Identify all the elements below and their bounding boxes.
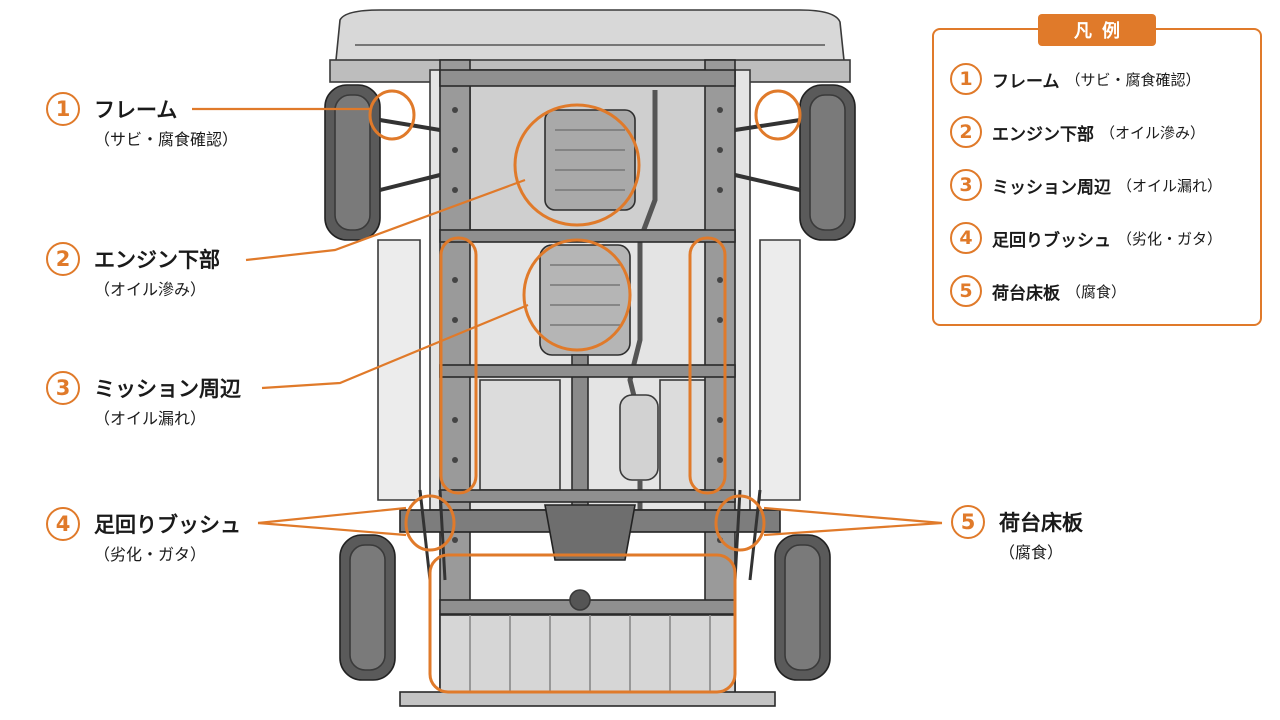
highlight-bushing-right (714, 494, 766, 552)
highlight-frame-rail-right (688, 236, 727, 495)
legend-number: 5 (950, 275, 982, 307)
highlight-bushing-left (404, 494, 456, 552)
highlight-frame-rail-left (439, 236, 478, 495)
callout-number: 5 (951, 505, 985, 539)
legend-number: 3 (950, 169, 982, 201)
highlight-markers (368, 89, 802, 694)
callout-note: （サビ・腐食確認） (94, 130, 239, 149)
leader-line-4b (257, 521, 407, 537)
legend-box: 凡例 1 フレーム （サビ・腐食確認） 2 エンジン下部 （オイル滲み） 3 ミ… (932, 14, 1262, 326)
callout-title: 足回りブッシュ (94, 513, 241, 537)
callout-title: 荷台床板 (999, 511, 1083, 535)
callout-number: 3 (46, 371, 80, 405)
callout-number: 1 (46, 92, 80, 126)
highlight-frame-right (754, 89, 802, 141)
legend-item-3: 3 ミッション周辺 （オイル漏れ） (950, 168, 1222, 202)
highlight-frame-left (368, 89, 416, 141)
callout-note: （オイル滲み） (94, 280, 207, 299)
legend-item-note: （腐食） (1066, 282, 1127, 301)
legend-item-note: （劣化・ガタ） (1117, 229, 1223, 248)
leader-line-2 (245, 178, 526, 262)
callout-number: 2 (46, 242, 80, 276)
legend-number: 4 (950, 222, 982, 254)
legend-item-title: エンジン下部 (992, 124, 1094, 145)
legend-item-note: （サビ・腐食確認） (1065, 70, 1201, 89)
legend-item-4: 4 足回りブッシュ （劣化・ガタ） (950, 221, 1222, 255)
truck-illustration (324, 9, 856, 707)
legend-item-title: ミッション周辺 (992, 177, 1111, 198)
legend-item-title: 足回りブッシュ (992, 230, 1111, 251)
leader-lines (192, 107, 943, 537)
leader-line-3 (261, 303, 529, 390)
callout-note: （腐食） (999, 543, 1064, 562)
leader-line-5a (763, 506, 943, 525)
leader-line-5b (763, 521, 943, 537)
callout-number: 4 (46, 507, 80, 541)
legend-item-5: 5 荷台床板 （腐食） (950, 274, 1126, 308)
highlight-engine (513, 103, 641, 227)
callout-note: （オイル漏れ） (94, 409, 207, 428)
callout-note: （劣化・ガタ） (94, 545, 207, 564)
legend-title: 凡例 (1038, 14, 1156, 46)
legend-number: 1 (950, 63, 982, 95)
highlight-bed-floor (428, 553, 737, 694)
callout-title: フレーム (94, 98, 178, 122)
legend-item-title: フレーム (992, 71, 1060, 92)
callout-title: ミッション周辺 (94, 377, 241, 401)
legend-item-note: （オイル漏れ） (1117, 176, 1223, 195)
legend-item-1: 1 フレーム （サビ・腐食確認） (950, 62, 1201, 96)
legend-number: 2 (950, 116, 982, 148)
leader-line-4a (257, 506, 407, 525)
callout-title: エンジン下部 (94, 248, 220, 272)
legend-item-title: 荷台床板 (992, 283, 1060, 304)
highlight-transmission (522, 238, 632, 352)
legend-item-2: 2 エンジン下部 （オイル滲み） (950, 115, 1205, 149)
legend-item-note: （オイル滲み） (1100, 123, 1206, 142)
